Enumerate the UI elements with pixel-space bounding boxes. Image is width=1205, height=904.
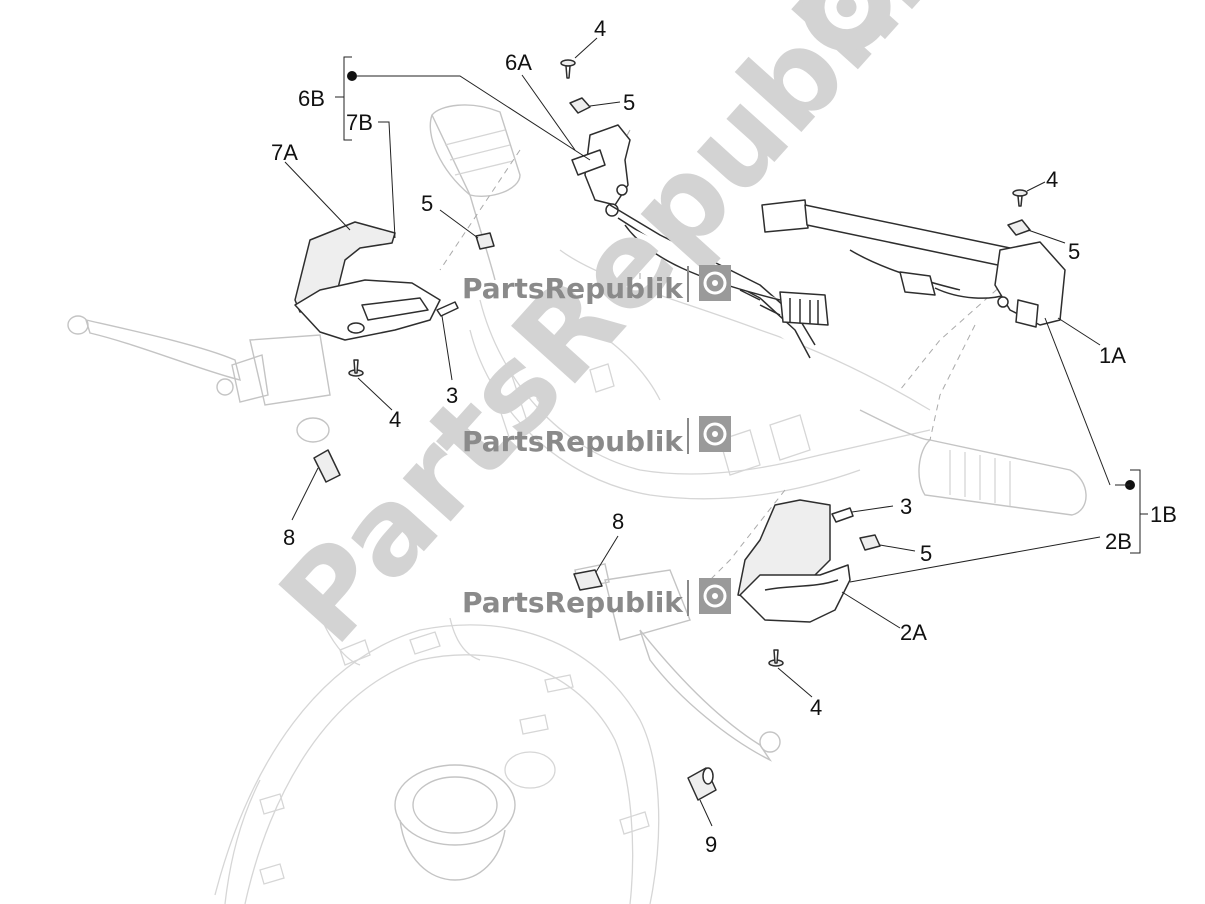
gear-icon <box>699 265 731 301</box>
callout-1a: 1A <box>1099 343 1126 368</box>
watermark-text: PartsRepublik <box>462 272 684 305</box>
callout-4-left: 4 <box>389 407 401 432</box>
callout-2b: 2B <box>1105 529 1132 554</box>
bullet-dot <box>347 71 357 81</box>
callout-7a: 7A <box>271 140 298 165</box>
callout-9: 9 <box>705 832 717 857</box>
callout-1b: 1B <box>1150 502 1177 527</box>
callout-5-low: 5 <box>920 541 932 566</box>
watermark-row-1: PartsRepublik <box>462 265 731 305</box>
watermark-text: PartsRepublik <box>462 425 684 458</box>
callout-5-right: 5 <box>1068 239 1080 264</box>
callout-3-left: 3 <box>446 383 458 408</box>
callout-5-top: 5 <box>623 90 635 115</box>
callout-6b: 6B <box>298 86 325 111</box>
callout-3-right: 3 <box>900 494 912 519</box>
left-grip <box>429 104 521 281</box>
callout-5-left: 5 <box>421 191 433 216</box>
watermark-diagonal-gear-icon <box>802 0 891 52</box>
callout-2a: 2A <box>900 620 927 645</box>
right-switch-assembly <box>761 199 1066 328</box>
left-cover-7a <box>294 221 441 341</box>
right-grip <box>859 409 1087 516</box>
left-brake-lever <box>67 315 331 443</box>
screws-and-clips <box>313 59 1031 801</box>
watermark-row-2: PartsRepublik <box>462 416 731 458</box>
handlebar-frame-ghost <box>469 249 931 500</box>
scooter-body-ghost <box>214 614 660 904</box>
gear-icon <box>699 416 731 452</box>
callout-4-right: 4 <box>1046 167 1058 192</box>
callout-4-low: 4 <box>810 695 822 720</box>
callout-4-top: 4 <box>594 16 606 41</box>
assembly-lines <box>439 129 1031 591</box>
watermark-text: PartsRepublik <box>462 586 684 619</box>
gear-icon <box>699 578 731 614</box>
callout-6a: 6A <box>505 50 532 75</box>
callout-8-mid: 8 <box>612 509 624 534</box>
right-cover-2a <box>737 499 851 623</box>
callout-7b: 7B <box>346 110 373 135</box>
callout-8-left: 8 <box>283 525 295 550</box>
leader-lines <box>284 37 1148 827</box>
watermark-row-3: PartsRepublik <box>462 578 731 619</box>
callout-labels: 6B 7B 7A 6A 4 5 4 5 1A 5 3 4 8 3 1B 2B 5… <box>271 16 1177 857</box>
